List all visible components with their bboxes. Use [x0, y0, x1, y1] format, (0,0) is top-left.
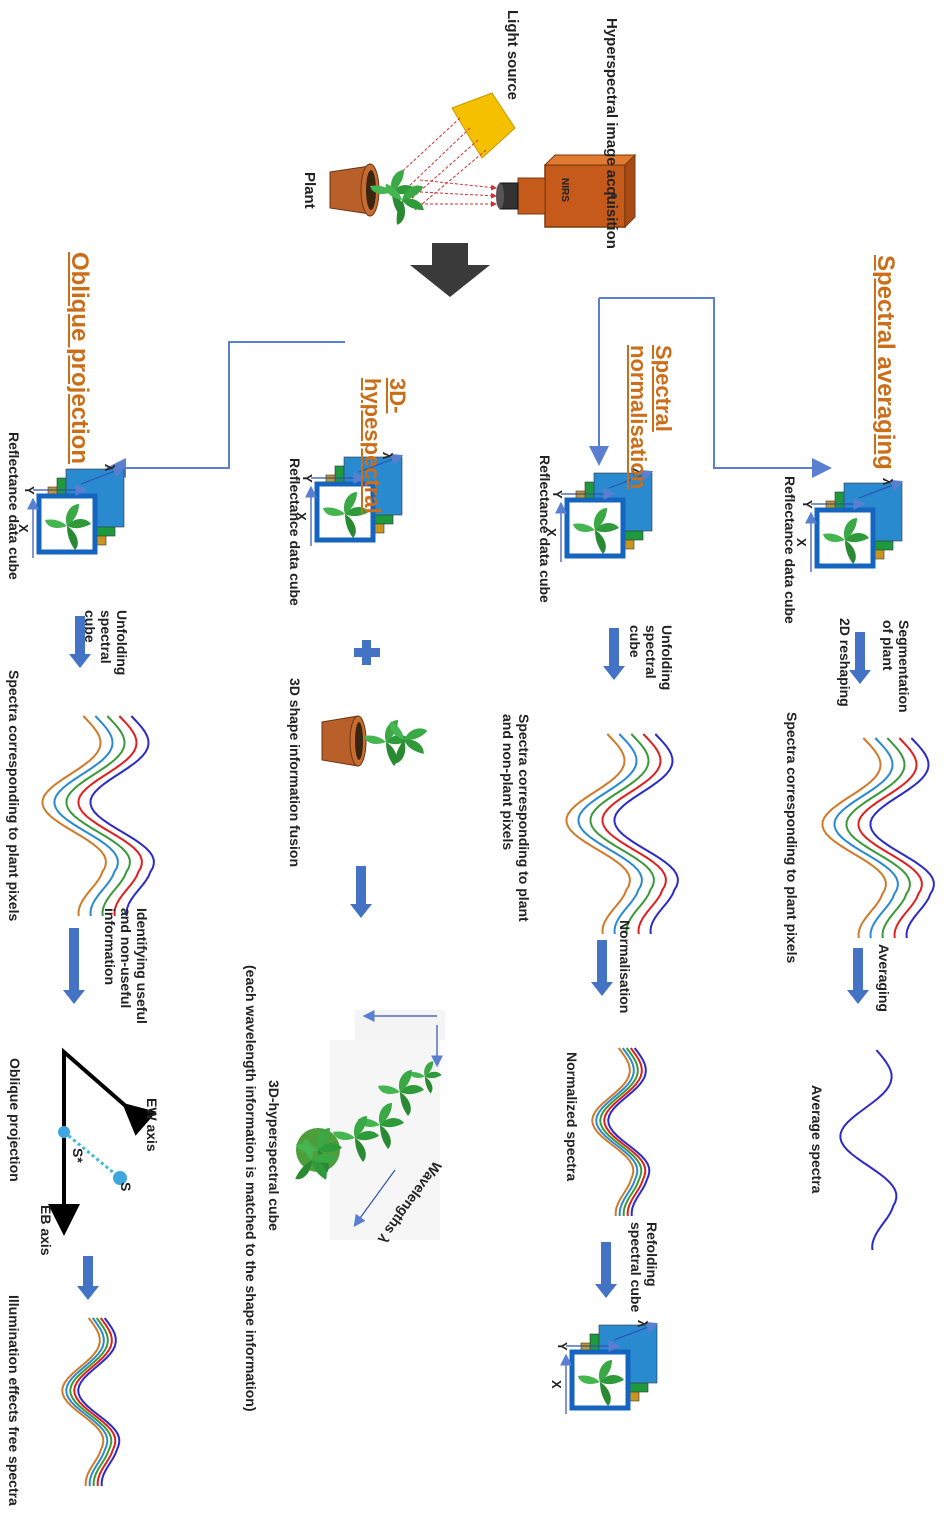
op-cube-label: Reflectance data cube: [6, 432, 22, 580]
header-light-source-label: Light source: [504, 10, 521, 101]
op-step1-label: Unfolding spectral cube: [81, 610, 130, 676]
title-spectral-averaging: Spectral averaging: [872, 255, 899, 470]
op-free-spectra: [61, 1317, 121, 1486]
cube-x-axis-label: X: [794, 538, 809, 547]
cube-y-axis-label: Y: [22, 486, 37, 495]
oblique-projection-diagram: [48, 1047, 157, 1236]
sn-arrow-1: [603, 628, 625, 680]
cube-lambda-label: λ: [630, 468, 645, 476]
cube-lambda-label: λ: [880, 478, 895, 486]
sa-cube-label: Reflectance data cube: [782, 476, 798, 624]
h3d-arrow-1: [350, 866, 372, 918]
sn-normalized-label: Normalized spectra: [564, 1052, 580, 1182]
sa-arrow-1: [849, 632, 871, 684]
sn-normalized-spectra: [591, 1047, 651, 1216]
op-s-star-label: S*: [70, 1148, 86, 1163]
cube-x-axis-label: X: [294, 512, 309, 521]
h3d-fusion-label: 3D shape information fusion: [287, 678, 303, 868]
op-arrow-2: [63, 928, 85, 1004]
sn-step2-label: Normalisation: [617, 920, 633, 1014]
plus-icon: [354, 640, 380, 665]
op-spectra-family: [41, 715, 155, 917]
process-arrows: [63, 616, 871, 1300]
sn-cube-label: Reflectance data cube: [537, 455, 553, 603]
cube-x-axis-label: X: [16, 524, 31, 533]
plant-pot-3d-icon: [321, 709, 437, 774]
nirs-camera-icon: [496, 153, 637, 229]
op-arrow-3: [77, 1256, 99, 1300]
op-eb-axis-label: EB axis: [38, 1205, 54, 1256]
camera-nirs-label: NIRS: [559, 178, 570, 202]
sn-step3-label: Refolding spectral cube: [627, 1222, 660, 1313]
op-s-label: S: [118, 1182, 134, 1192]
sn-refolded-cube: X Yλ: [549, 1320, 659, 1414]
op-arrow-1: [69, 616, 91, 668]
cube-x-axis-label: X: [544, 528, 559, 537]
light-source-icon: [451, 92, 516, 159]
h3d-cube-label: Reflectance data cube: [287, 458, 303, 606]
sn-spectra-label: Spectra corresponding to plant and non-p…: [499, 714, 532, 922]
op-spectra-label: Spectra corresponding to plant pixels: [6, 670, 22, 922]
branch-connectors: [106, 297, 832, 478]
cube-y-axis-label: Y: [550, 490, 565, 499]
hyperspectral-3d-cube: [280, 1010, 445, 1240]
op-data-cube: X Yλ: [16, 464, 126, 558]
op-projection-label: Oblique projection: [7, 1058, 23, 1182]
op-ew-axis-label: EW axis: [144, 1098, 160, 1152]
sa-spectra-label: Spectra corresponding to plant pixels: [784, 712, 800, 964]
cube-y-axis-label: Y: [300, 474, 315, 483]
cube-y-axis-label: Y: [800, 500, 815, 509]
sa-data-cube: X Yλ: [794, 478, 904, 572]
cube-y-axis-label: Y: [555, 1342, 570, 1351]
acquisition-setup: [329, 92, 637, 297]
plant-pot-icon: [329, 163, 434, 233]
title-oblique-projection: Oblique projection: [66, 252, 93, 465]
header-plant-label: Plant: [301, 172, 318, 209]
h3d-result-note: (each wavelength information is matched …: [243, 965, 259, 1412]
h3d-result-label: 3D-hyperspectral cube: [266, 1080, 282, 1231]
sa-step1b-label: 2D reshaping: [837, 618, 853, 707]
cube-lambda-label: λ: [102, 464, 117, 472]
op-result-label: Illumination effects free spectra: [6, 1295, 22, 1506]
title-spectral-normalisation: Spectral normalisation: [625, 345, 676, 490]
sa-average-spectrum: [839, 1049, 898, 1251]
sn-step1-label: Unfolding spectral cube: [626, 625, 675, 691]
sn-spectra-family: [565, 733, 679, 935]
sn-arrow-2: [591, 940, 613, 996]
main-down-arrow: [410, 243, 490, 297]
cube-lambda-label: λ: [380, 452, 395, 460]
spectra-layer: [41, 715, 935, 1486]
sa-spectra-family: [821, 737, 935, 939]
sn-data-cube: X Yλ: [544, 468, 654, 562]
sa-step2-label: Averaging: [876, 944, 892, 1012]
header-acquisition-label: Hyperspectral image acquisition: [603, 18, 620, 249]
title-3d-hyperspectral: 3D-hypespectral: [359, 378, 410, 514]
op-step2-label: Identifying useful and non-useful inform…: [101, 908, 150, 1024]
cube-x-axis-label: X: [549, 1380, 564, 1389]
light-rays: [394, 117, 497, 211]
sa-result-label: Average spectra: [809, 1085, 825, 1194]
sa-arrow-2: [847, 948, 869, 1004]
cube-lambda-label: λ: [635, 1320, 650, 1328]
sn-arrow-3: [595, 1242, 617, 1298]
h3d-data-cube: X Yλ: [294, 452, 404, 546]
sa-step1-label: Segmentation of plant: [879, 620, 912, 713]
